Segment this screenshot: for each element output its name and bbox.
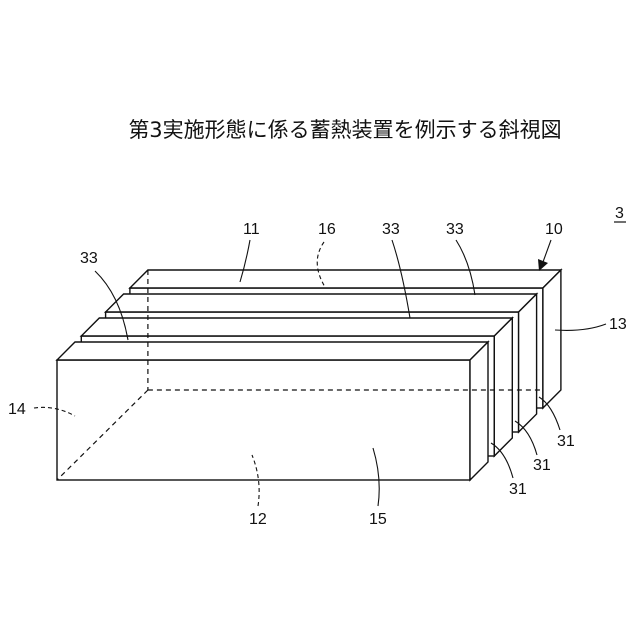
label-33-left-text: 33 xyxy=(80,250,98,267)
label-31-top-text: 31 xyxy=(557,433,575,450)
label-11-text: 11 xyxy=(243,221,260,238)
label-12-text: 12 xyxy=(249,511,267,528)
label-13-text: 13 xyxy=(609,316,627,333)
label-31-middle-text: 31 xyxy=(533,457,551,474)
label-10-text: 10 xyxy=(545,221,563,238)
label-15-text: 15 xyxy=(369,511,387,528)
plate-1 xyxy=(57,342,488,480)
label-10: 10 xyxy=(538,221,563,271)
label-14-text: 14 xyxy=(8,401,26,418)
label-13: 13 xyxy=(555,316,627,333)
label-33-b-text: 33 xyxy=(446,221,464,238)
label-16-text: 16 xyxy=(318,221,336,238)
figure-number: 3 xyxy=(615,205,624,222)
label-33-a-text: 33 xyxy=(382,221,400,238)
label-31-bottom-text: 31 xyxy=(509,481,527,498)
